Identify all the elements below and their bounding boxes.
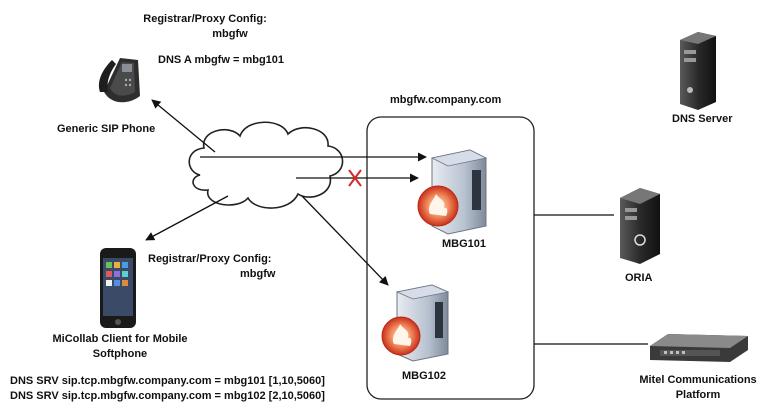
link-cloud-to-phone xyxy=(151,99,216,153)
mitel-label-line1: Mitel Communications xyxy=(639,374,757,386)
mitel-platform-icon xyxy=(650,334,748,362)
desk-phone-icon xyxy=(98,58,140,103)
mobile-config-title: Registrar/Proxy Config: xyxy=(148,253,272,265)
mbg-cluster-box xyxy=(366,116,535,400)
mobile-label-line2: Softphone xyxy=(92,348,148,360)
dns-server-label: DNS Server xyxy=(672,113,733,125)
internet-cloud xyxy=(188,121,344,209)
dns-srv-record: DNS SRV sip.tcp.mbgfw.company.com = mbg1… xyxy=(10,390,325,402)
phone-label: Generic SIP Phone xyxy=(57,123,156,135)
link-cloud-to-mbg102 xyxy=(301,195,389,286)
mobile-label-line1: MiCollab Client for Mobile xyxy=(52,333,188,345)
dns-srv-record: DNS SRV sip.tcp.mbgfw.company.com = mbg1… xyxy=(10,375,325,387)
mbg102-label: MBG102 xyxy=(402,370,447,382)
smartphone-icon xyxy=(100,248,136,328)
oria-server-icon xyxy=(620,188,660,264)
mitel-label-line2: Platform xyxy=(675,389,721,401)
phone-dns-a-record: DNS A mbgfw = mbg101 xyxy=(158,54,285,66)
mbg101-label: MBG101 xyxy=(442,238,487,250)
cluster-title: mbgfw.company.com xyxy=(390,94,502,106)
oria-label: ORIA xyxy=(625,272,653,284)
link-cloud-to-mobile xyxy=(145,195,229,241)
mbg101-server-icon xyxy=(417,149,488,235)
mobile-config-value: mbgfw xyxy=(240,268,276,280)
phone-config-value: mbgfw xyxy=(212,28,248,40)
mbg102-server-icon xyxy=(381,284,450,362)
failed-link-x-icon xyxy=(348,169,362,187)
phone-config-title: Registrar/Proxy Config: xyxy=(143,13,267,25)
dns-server-icon xyxy=(680,32,716,110)
